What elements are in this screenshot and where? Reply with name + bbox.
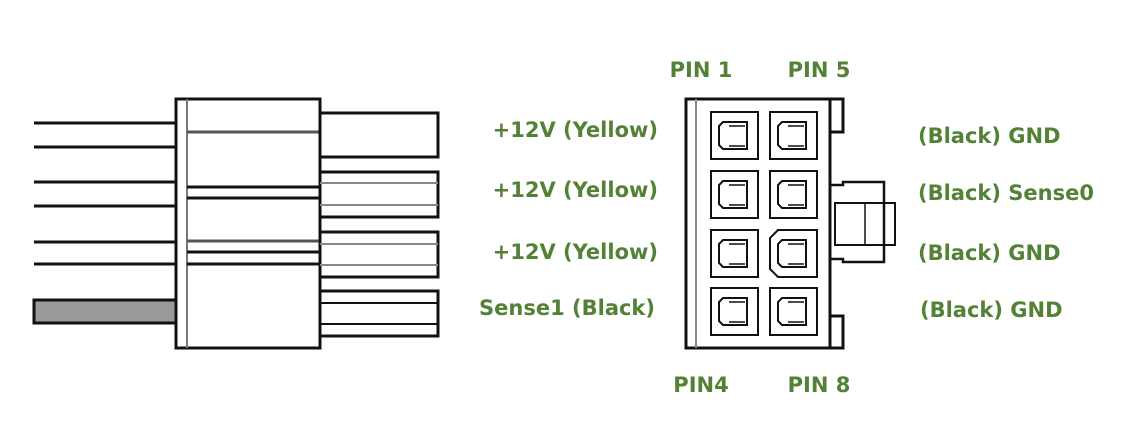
pin-socket	[710, 287, 759, 336]
pin-socket	[769, 170, 818, 219]
pin-socket	[769, 229, 818, 278]
pin-5-label: PIN 5	[787, 58, 851, 82]
pin-1-label: PIN 1	[669, 58, 733, 82]
pin-socket	[710, 229, 759, 278]
left-pin-label: +12V (Yellow)	[492, 240, 658, 264]
left-pin-label: +12V (Yellow)	[492, 178, 658, 202]
connector-face-view	[684, 97, 896, 350]
cable-plug-side-view	[32, 97, 440, 350]
sense-wire	[32, 298, 178, 325]
pin-socket	[769, 287, 818, 336]
pin-socket	[769, 111, 818, 160]
right-pin-label: (Black) Sense0	[918, 181, 1094, 205]
right-pin-label: (Black) GND	[918, 124, 1061, 148]
pin-socket	[710, 111, 759, 160]
right-pin-label: (Black) GND	[918, 241, 1061, 265]
left-pin-label: Sense1 (Black)	[479, 296, 655, 320]
pin-socket	[710, 170, 759, 219]
right-pin-label: (Black) GND	[920, 298, 1063, 322]
pin-8-label: PIN 8	[787, 373, 851, 397]
left-pin-label: +12V (Yellow)	[492, 118, 658, 142]
pin-4-label: PIN4	[673, 373, 729, 397]
